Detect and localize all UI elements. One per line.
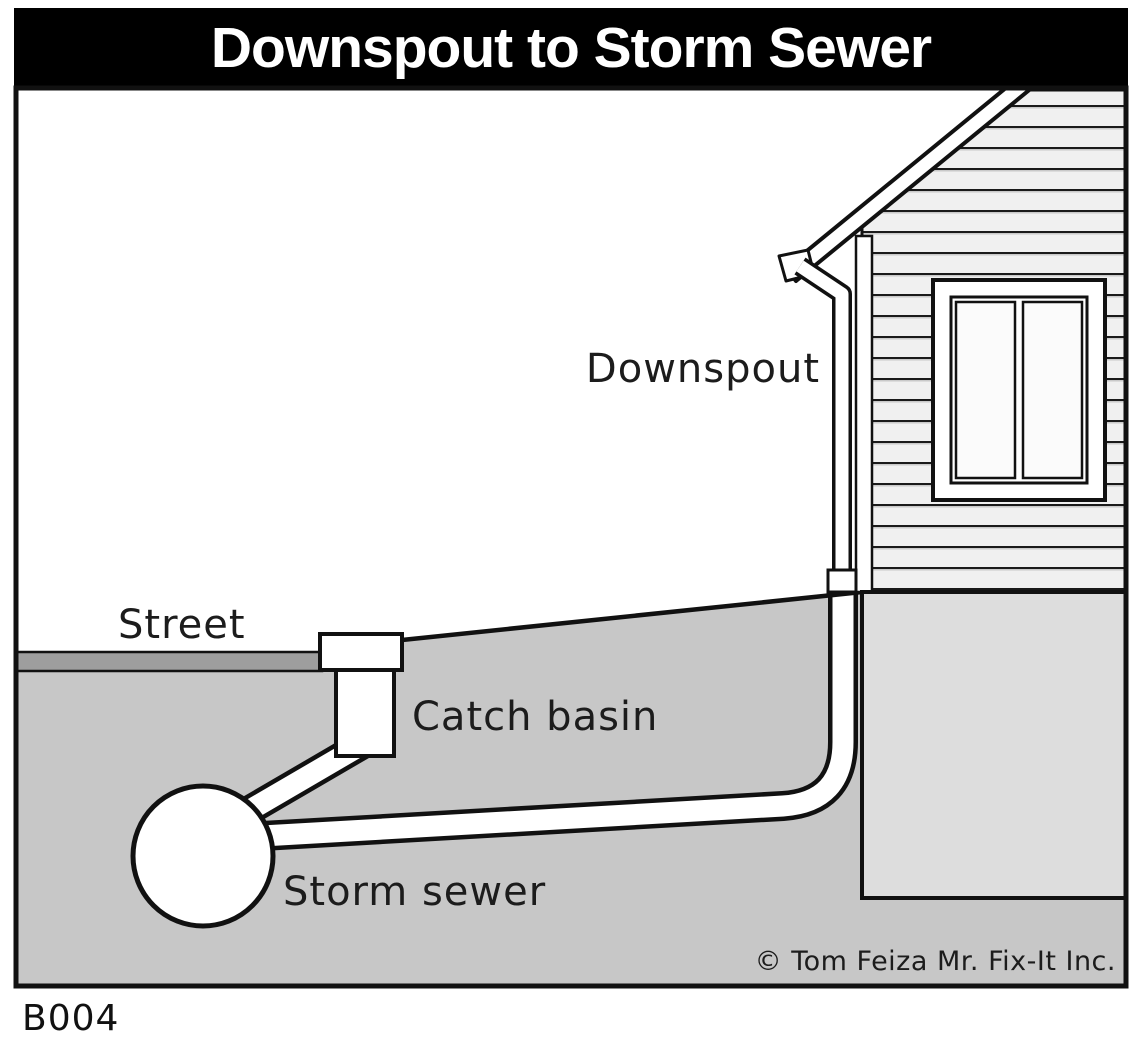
roof-edge: [784, 90, 1032, 283]
underground-pipe: [261, 578, 854, 847]
figure-code: B004: [22, 998, 119, 1038]
downspout-pipe: [796, 260, 849, 582]
label-street: Street: [118, 602, 246, 648]
downspout-coupling: [826, 568, 858, 594]
window-pane-left: [954, 300, 1017, 480]
grade-line: [401, 589, 863, 643]
credit-line: © Tom Feiza Mr. Fix-It Inc.: [755, 946, 1116, 977]
foundation: [860, 590, 1124, 900]
label-storm-sewer: Storm sewer: [283, 869, 546, 915]
street-pavement: [18, 650, 324, 673]
diagram-scene: Downspout Street Catch basin Storm sewer…: [18, 90, 1124, 984]
storm-sewer-main: [130, 783, 276, 929]
label-downspout: Downspout: [586, 346, 820, 392]
title-bar: [14, 8, 1128, 88]
catch-basin-curb-top: [318, 632, 404, 672]
corner-trim: [854, 234, 874, 594]
page-title: Downspout to Storm Sewer: [211, 16, 932, 80]
window-pane-right: [1021, 300, 1084, 480]
catch-basin-body: [334, 660, 396, 758]
label-catch-basin: Catch basin: [412, 694, 658, 740]
